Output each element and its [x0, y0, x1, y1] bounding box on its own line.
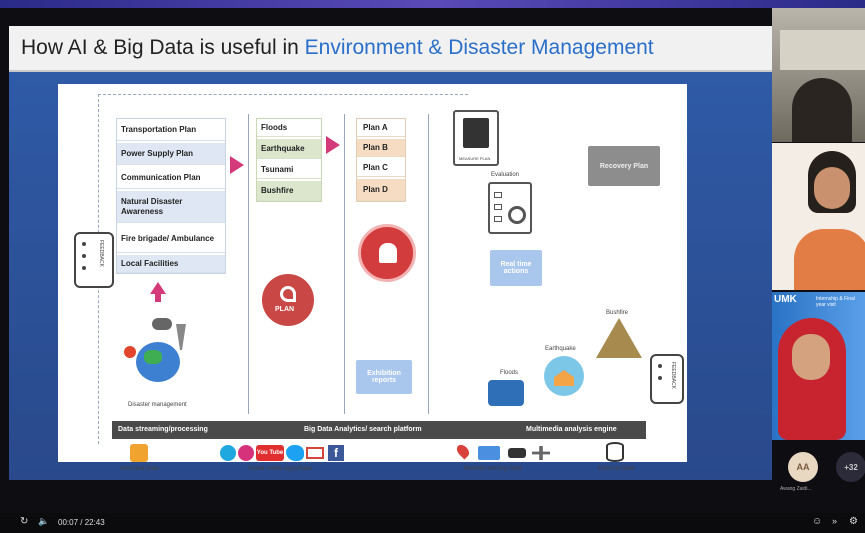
participant-video-1[interactable]	[772, 8, 865, 142]
evaluation-label: Evaluation	[491, 172, 520, 178]
divider-line	[428, 114, 429, 414]
hazard-item: Earthquake	[257, 139, 321, 159]
feedback-loop-top	[98, 94, 468, 95]
hazard-item: Bushfire	[257, 181, 321, 201]
database-icon	[606, 442, 624, 462]
tornado-icon	[176, 324, 186, 350]
hazard-item: Floods	[257, 119, 321, 137]
plan-item: Local Facilities	[117, 255, 225, 273]
bushfire-icon	[596, 318, 642, 358]
location-pin-icon	[454, 442, 472, 460]
data-pipeline-bar: Data streaming/processing Big Data Analy…	[112, 421, 646, 439]
umk-logo-label: UMK	[774, 294, 797, 305]
plan-option: Plan A	[357, 119, 405, 137]
plan-options-column: Plan A Plan B Plan C Plan D	[356, 118, 406, 202]
globe-icon	[136, 342, 180, 382]
plan-badge-label: PLAN	[275, 306, 295, 313]
realtime-actions-box: Real time actions	[490, 250, 542, 286]
plans-column: Transportation Plan Power Supply Plan Co…	[116, 118, 226, 274]
storm-cloud-icon	[152, 318, 172, 330]
twitter-icon	[286, 445, 304, 461]
divider-line	[248, 114, 249, 414]
participant-video-2[interactable]	[772, 143, 865, 290]
social-media-label: Social media apps/Data	[248, 466, 312, 472]
feedback-label-right: FEEDBACK	[670, 362, 676, 389]
instagram-icon	[238, 445, 254, 461]
plan-item: Communication Plan	[117, 167, 225, 189]
feedback-right-icon: FEEDBACK	[650, 354, 684, 404]
remote-sensing-label: Remote sensing Data	[464, 466, 522, 472]
measure-plan-icon: MEASURE PLAN	[453, 110, 499, 166]
floods-label: Floods	[500, 370, 519, 376]
arrow-up-icon	[150, 282, 166, 294]
measure-plan-label: MEASURE PLAN	[459, 156, 491, 161]
title-prefix: How AI & Big Data is useful in	[21, 36, 305, 59]
camera-icon	[508, 448, 526, 458]
disaster-management-label: Disaster management	[128, 402, 187, 408]
fire-icon	[124, 346, 136, 358]
youtube-icon: You Tube	[256, 445, 284, 461]
earthquake-icon	[544, 356, 584, 396]
evaluation-clipboard-icon	[488, 182, 532, 234]
divider-line	[344, 114, 345, 414]
floods-icon	[488, 380, 524, 406]
feedback-label-left: FEEDBACK	[98, 240, 104, 267]
top-window-bar	[0, 0, 865, 8]
external-data-label: External Data	[598, 466, 635, 472]
bushfire-label: Bushfire	[606, 310, 629, 316]
plan-item: Power Supply Plan	[117, 143, 225, 165]
slide-title-bar: How AI & Big Data is useful in Environme…	[9, 26, 772, 72]
disaster-management-diagram: Transportation Plan Power Supply Plan Co…	[58, 84, 687, 472]
exhibition-reports-box: Exhibition reports	[356, 360, 412, 394]
historical-data-icon	[130, 444, 148, 462]
settings-icon[interactable]: ⚙	[849, 516, 858, 527]
plan-option: Plan B	[357, 139, 405, 157]
hazard-item: Tsunami	[257, 161, 321, 179]
bar-label-multimedia: Multimedia analysis engine	[526, 426, 617, 433]
speed-icon[interactable]: »	[832, 516, 838, 526]
earthquake-label: Earthquake	[545, 346, 576, 352]
bar-label-analytics: Big Data Analytics/ search platform	[304, 426, 422, 433]
title-highlight: Environment & Disaster Management	[304, 36, 654, 59]
playback-timestamp: 00:07 / 22:43	[58, 518, 105, 527]
participant-avatar[interactable]: AA	[788, 452, 818, 482]
participant-strip: AA +32 Awang Zaidi...	[772, 442, 865, 502]
map-icon	[478, 446, 500, 460]
feedback-left-icon: FEEDBACK	[74, 232, 114, 288]
arrow-right-icon	[230, 156, 244, 174]
more-participants-button[interactable]: +32	[836, 452, 865, 482]
shared-slide: How AI & Big Data is useful in Environme…	[9, 26, 772, 480]
plan-option: Plan D	[357, 179, 405, 201]
gmail-icon	[306, 447, 324, 459]
umk-caption: Internship & Final year visit	[816, 296, 855, 308]
arrow-right-icon	[326, 136, 340, 154]
replay-icon[interactable]: ↻	[20, 516, 29, 527]
skype-icon	[220, 445, 236, 461]
playback-controls: ↻ 🔈 00:07 / 22:43 ☺ » ⚙	[0, 513, 865, 533]
facebook-icon: f	[328, 445, 344, 461]
volume-icon[interactable]: 🔈	[38, 516, 50, 526]
satellite-icon	[532, 446, 550, 460]
plan-item: Transportation Plan	[117, 119, 225, 141]
bar-label-streaming: Data streaming/processing	[118, 426, 208, 433]
plan-badge-icon: PLAN	[262, 274, 314, 326]
participant-video-3[interactable]: UMK Internship & Final year visit	[772, 292, 865, 440]
slide-title: How AI & Big Data is useful in Environme…	[21, 36, 654, 60]
emergency-icon	[358, 224, 416, 282]
plan-item: Fire brigade/ Ambulance	[117, 225, 225, 253]
plan-option: Plan C	[357, 159, 405, 177]
recovery-plan-box: Recovery Plan	[588, 146, 660, 186]
plan-item: Natural Disaster Awareness	[117, 191, 225, 223]
participant-name: Awang Zaidi...	[780, 486, 812, 492]
historical-data-label: Historical Data	[120, 466, 160, 472]
hazards-column: Floods Earthquake Tsunami Bushfire	[256, 118, 322, 202]
arrow-up-shaft	[155, 292, 161, 302]
participants-icon[interactable]: ☺	[812, 516, 823, 527]
